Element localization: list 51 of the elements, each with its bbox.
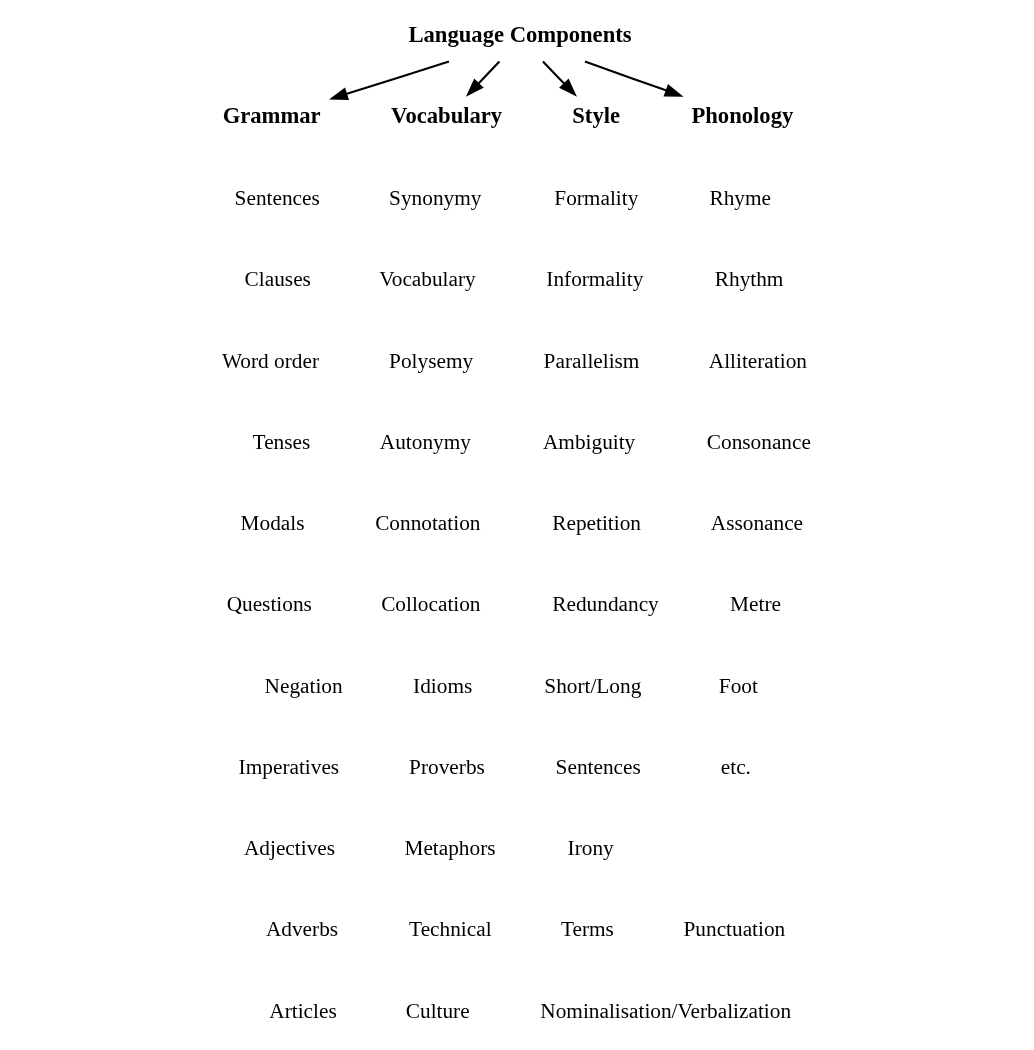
label: Rhythm [714,267,784,292]
node-text: Grammar [222,102,321,128]
label: Sentences [234,186,320,211]
node-text: Vocabulary [391,102,503,128]
label: Metaphors [404,836,496,861]
label: Connotation [375,511,481,536]
label: Redundancy [552,592,659,617]
arrow [465,60,501,97]
label: Repetition [552,511,642,536]
label: Negation [264,673,343,698]
label: Punctuation [683,917,786,942]
label: Informality [546,267,644,292]
node-text: Language Components [408,21,632,47]
label: Autonymy [379,429,471,454]
label: Adverbs [265,917,339,942]
label: Proverbs [409,754,485,779]
label: Alliteration [708,348,807,373]
label: Consonance [706,429,811,454]
label: Technical [409,917,492,942]
arrow [584,60,684,97]
node-text: Phonology [691,102,794,128]
label: Assonance [710,511,804,536]
label: Modals [240,511,305,536]
label: Tenses [252,429,311,454]
node-text: Style [572,102,621,128]
label: Short/Long [544,673,642,698]
arrow [542,60,577,97]
label: Culture [405,998,470,1023]
label: Irony [567,836,614,861]
arrow [328,60,450,101]
label: Imperatives [238,754,340,779]
label: Metre [730,592,781,617]
label: Adjectives [243,836,336,861]
label: Nominalisation/Verbalization [540,998,792,1023]
label: Foot [718,673,758,698]
label: Word order [221,348,320,373]
label: etc. [720,754,751,779]
label: Clauses [244,267,311,292]
label: Polysemy [389,348,474,373]
label: Parallelism [543,348,640,373]
label: Questions [226,592,312,617]
label: Articles [269,998,337,1023]
label: Ambiguity [542,429,636,454]
label: Rhyme [709,186,771,211]
label: Vocabulary [379,267,476,292]
label: Formality [554,186,639,211]
label: Idioms [413,673,473,698]
label: Terms [560,917,614,942]
label: Collocation [381,592,481,617]
label: Sentences [555,754,641,779]
label: Synonymy [389,186,482,211]
